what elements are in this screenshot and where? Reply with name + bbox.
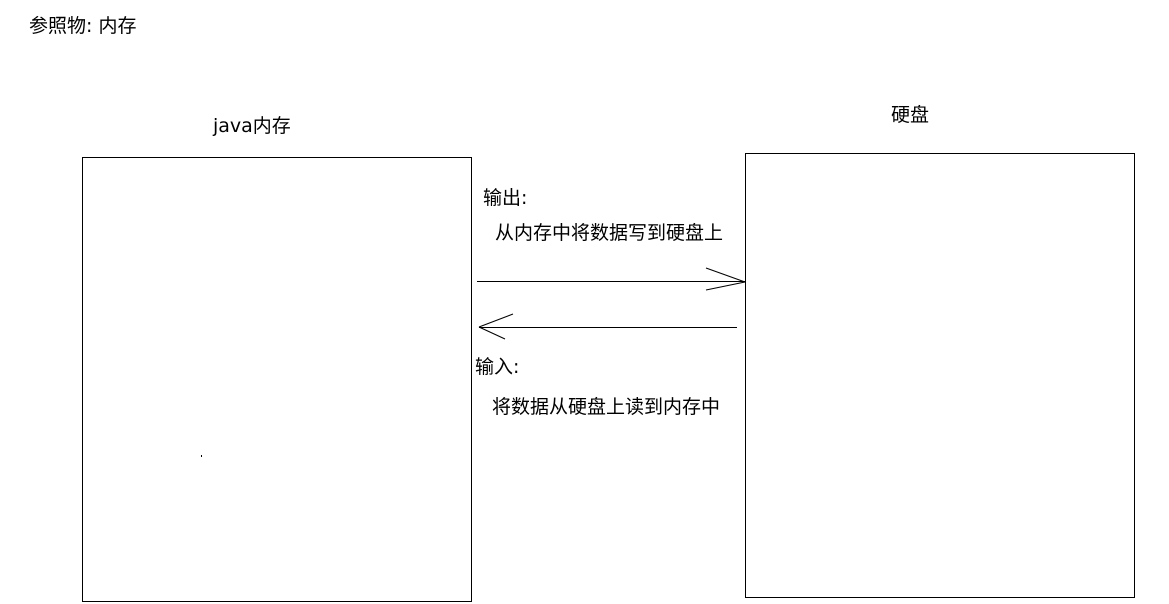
hard-disk-title: 硬盘: [891, 104, 930, 126]
java-memory-box: [82, 157, 472, 602]
output-heading: 输出:: [483, 187, 528, 209]
hard-disk-box: [745, 153, 1135, 598]
output-arrow-icon: [477, 267, 746, 291]
java-memory-title: java内存: [213, 115, 291, 137]
input-arrow-icon: [478, 313, 737, 340]
input-heading: 输入:: [475, 356, 520, 378]
output-description: 从内存中将数据写到硬盘上: [495, 222, 724, 244]
reference-label: 参照物: 内存: [29, 15, 137, 37]
stray-dot: [201, 455, 202, 457]
input-description: 将数据从硬盘上读到内存中: [492, 396, 721, 418]
